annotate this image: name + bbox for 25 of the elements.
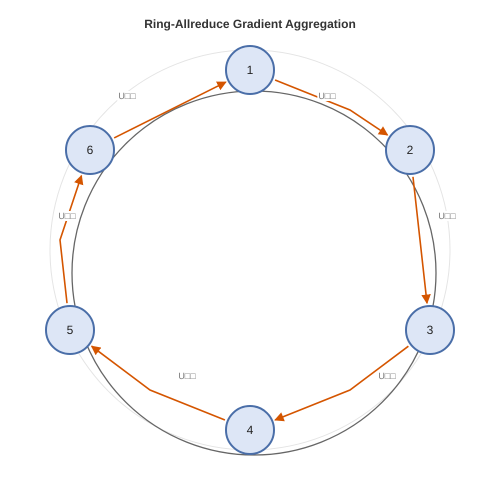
arrow [412, 176, 431, 304]
node-number: 2 [406, 143, 414, 157]
node-circle [225, 45, 275, 95]
arrow [274, 346, 409, 422]
node-circle [225, 405, 275, 455]
edge-label: U□□ [377, 371, 397, 381]
arrow [274, 79, 388, 136]
node-circle [65, 125, 115, 175]
arrow [59, 174, 84, 304]
node-number: 4 [246, 423, 254, 437]
node-number: 3 [426, 323, 434, 337]
node-number: 5 [66, 323, 74, 337]
arrow [90, 346, 226, 421]
edge-label: U□□ [177, 371, 197, 381]
node-circle [385, 125, 435, 175]
arrow [114, 81, 227, 139]
edge-label: U□□ [57, 211, 77, 221]
diagram-title: Ring-Allreduce Gradient Aggregation [143, 17, 357, 31]
node-circle [405, 305, 455, 355]
edge-label: U□□ [317, 91, 337, 101]
edge-label: U□□ [117, 91, 137, 101]
node-circle [45, 305, 95, 355]
node-number: 6 [86, 143, 94, 157]
edge-label: U□□ [437, 211, 457, 221]
node-number: 1 [246, 63, 254, 77]
